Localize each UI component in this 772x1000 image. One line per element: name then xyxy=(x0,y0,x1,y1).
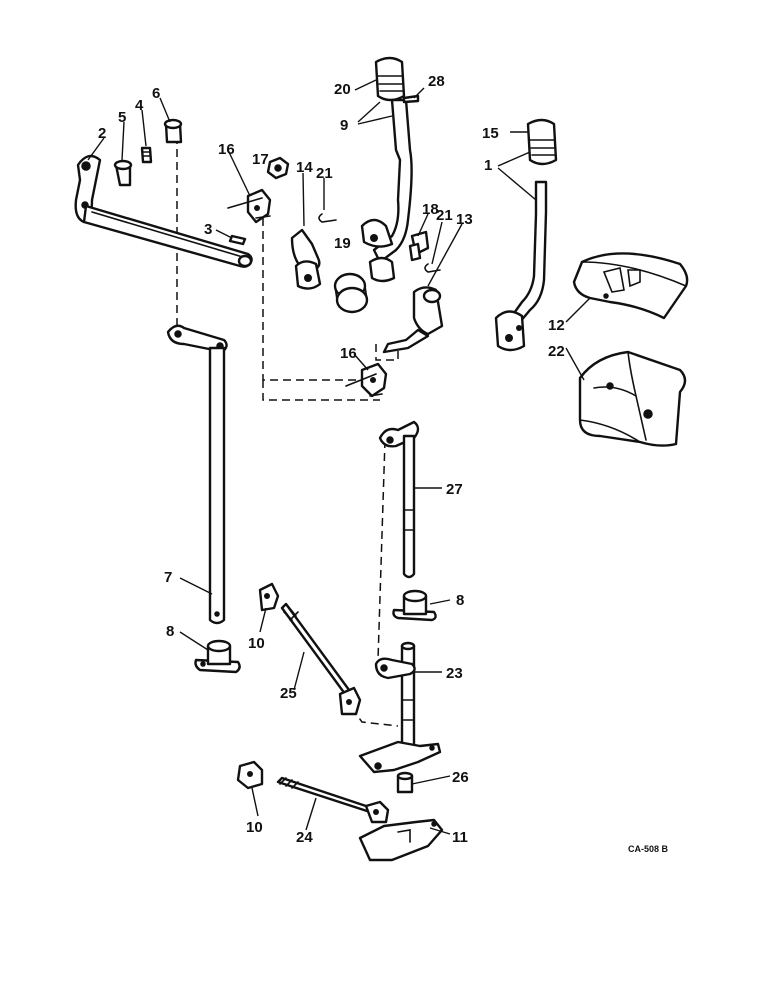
link-rod-25 xyxy=(280,602,362,716)
lever-14 xyxy=(290,228,322,290)
callout-3: 3 xyxy=(204,221,212,238)
pin-6 xyxy=(163,118,183,144)
callout-17: 17 xyxy=(252,151,269,168)
callout-7: 7 xyxy=(164,569,172,586)
callout-20: 20 xyxy=(334,81,351,98)
plug-18 xyxy=(408,230,430,262)
shift-lever-9 xyxy=(360,56,413,283)
nut-17 xyxy=(266,156,290,180)
callout-16-top: 16 xyxy=(218,141,235,158)
bushing-8-right xyxy=(392,589,437,622)
shift-cover-12 xyxy=(572,252,689,320)
callout-21-a: 21 xyxy=(316,165,333,182)
callout-12: 12 xyxy=(548,317,565,334)
bracket-13 xyxy=(382,286,444,354)
shaft-23 xyxy=(358,641,442,774)
rod-end-10-lower xyxy=(236,760,264,790)
link-rod-24 xyxy=(276,776,390,824)
callout-27: 27 xyxy=(446,481,463,498)
drawing-code: CA-508 B xyxy=(628,844,669,854)
callout-labels: 1 2 3 4 5 6 7 8 8 9 10 10 11 12 13 14 15… xyxy=(98,73,669,854)
clip-21-a xyxy=(318,213,337,223)
clip-21-b xyxy=(424,263,441,273)
callout-13: 13 xyxy=(456,211,473,228)
rod-end-10-upper xyxy=(258,582,280,612)
vertical-rod-7 xyxy=(166,324,228,625)
clevis-16-top xyxy=(227,188,272,224)
callout-26: 26 xyxy=(452,769,469,786)
leader-lines xyxy=(87,79,591,835)
callout-8-left: 8 xyxy=(166,623,174,640)
shift-cover-22 xyxy=(578,350,687,447)
callout-23: 23 xyxy=(446,665,463,682)
callout-5: 5 xyxy=(118,109,126,126)
plate-11 xyxy=(358,818,444,862)
callout-19: 19 xyxy=(334,235,351,252)
pin-5 xyxy=(113,159,133,187)
pin-3 xyxy=(228,234,247,246)
callout-9: 9 xyxy=(340,117,348,134)
callout-4: 4 xyxy=(135,97,144,114)
shaft-27 xyxy=(378,420,420,579)
shift-lever-1 xyxy=(494,118,558,352)
alignment-lines xyxy=(176,136,399,727)
callout-8-right: 8 xyxy=(456,592,464,609)
callout-1: 1 xyxy=(484,157,492,174)
cross-shaft-lever xyxy=(74,154,253,268)
callout-14: 14 xyxy=(296,159,313,176)
callout-6: 6 xyxy=(152,85,160,102)
clevis-16-bottom xyxy=(345,362,388,398)
callout-10-upper: 10 xyxy=(248,635,265,652)
callout-2: 2 xyxy=(98,125,106,142)
callout-18: 18 xyxy=(422,201,439,218)
callout-16-bottom: 16 xyxy=(340,345,357,362)
callout-22: 22 xyxy=(548,343,565,360)
callout-15: 15 xyxy=(482,125,499,142)
callout-24: 24 xyxy=(296,829,313,846)
callout-10-lower: 10 xyxy=(246,819,263,836)
callout-21-b: 21 xyxy=(436,207,453,224)
bushing-19 xyxy=(333,272,369,314)
callout-11: 11 xyxy=(452,829,468,846)
callout-25: 25 xyxy=(280,685,297,702)
bushing-8-left xyxy=(194,639,241,674)
callout-28: 28 xyxy=(428,73,445,90)
pin-4 xyxy=(140,146,153,164)
collar-26 xyxy=(396,771,414,794)
